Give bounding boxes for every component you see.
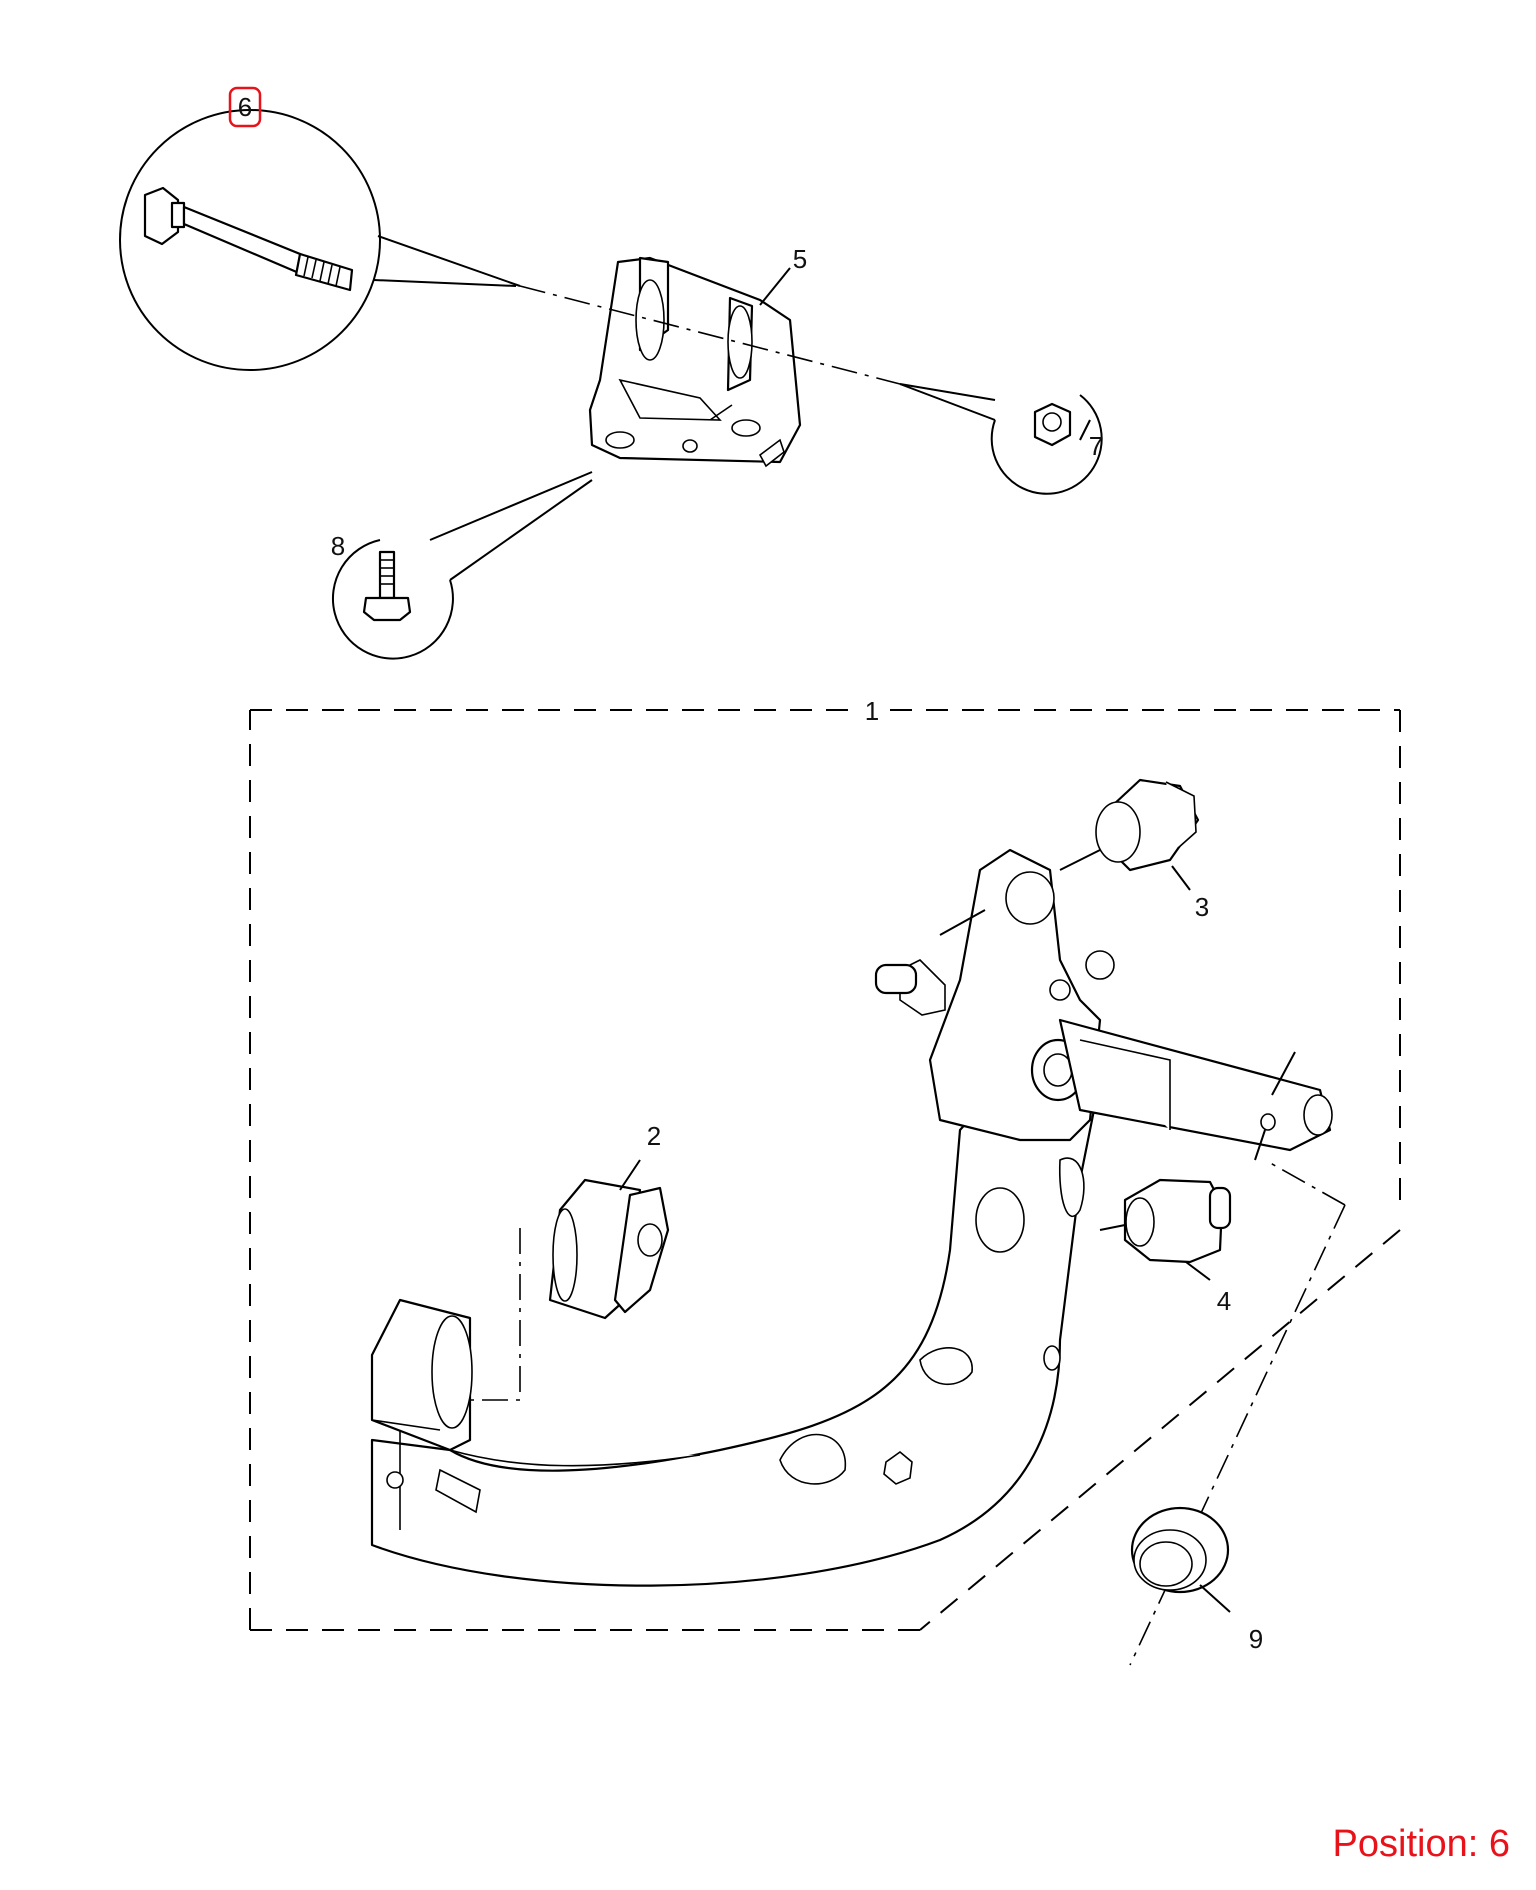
callout-9-label: 9 (1249, 1624, 1263, 1654)
assembly-axis-line (519, 285, 901, 385)
part-5-mounting-bracket[interactable] (588, 256, 802, 468)
part-6-bolt-detail[interactable] (119, 109, 521, 371)
callout-3[interactable]: 3 (1171, 865, 1209, 922)
callout-9[interactable]: 9 (1199, 1584, 1263, 1654)
part-8-stud-detail[interactable] (331, 471, 593, 660)
bolt-icon (143, 186, 354, 292)
part-7-nut-detail[interactable] (899, 383, 1103, 495)
callout-4-label: 4 (1217, 1286, 1231, 1316)
part-4-bushing[interactable] (1099, 1178, 1232, 1264)
callout-5-label: 5 (793, 244, 807, 274)
part-1-kit-boundary[interactable] (249, 709, 1401, 1631)
connector-line-9a (1264, 1159, 1346, 1206)
part-3-bushing[interactable] (1059, 778, 1200, 872)
stud-bolt-icon (362, 550, 412, 622)
callout-1[interactable]: 1 (865, 696, 879, 726)
callout-7[interactable]: 7 (1079, 419, 1103, 461)
control-arm[interactable] (370, 848, 1333, 1587)
part-2-bushing[interactable] (470, 1178, 670, 1401)
position-indicator: Position: 6 (1332, 1823, 1510, 1865)
callout-1-label: 1 (865, 696, 879, 726)
callout-8[interactable]: 8 (331, 531, 345, 561)
nut-icon (1033, 402, 1072, 447)
connector-line-9b (1129, 1204, 1346, 1666)
callout-3-label: 3 (1195, 892, 1209, 922)
callout-2-label: 2 (647, 1121, 661, 1151)
callout-5[interactable]: 5 (759, 244, 807, 306)
part-9-grommet[interactable] (1130, 1506, 1230, 1594)
callout-7-label: 7 (1089, 431, 1103, 461)
callout-6-label: 6 (238, 92, 252, 122)
callout-6[interactable]: 6 (228, 86, 262, 128)
callout-2[interactable]: 2 (619, 1121, 661, 1191)
callout-8-label: 8 (331, 531, 345, 561)
callout-4[interactable]: 4 (1185, 1261, 1231, 1316)
